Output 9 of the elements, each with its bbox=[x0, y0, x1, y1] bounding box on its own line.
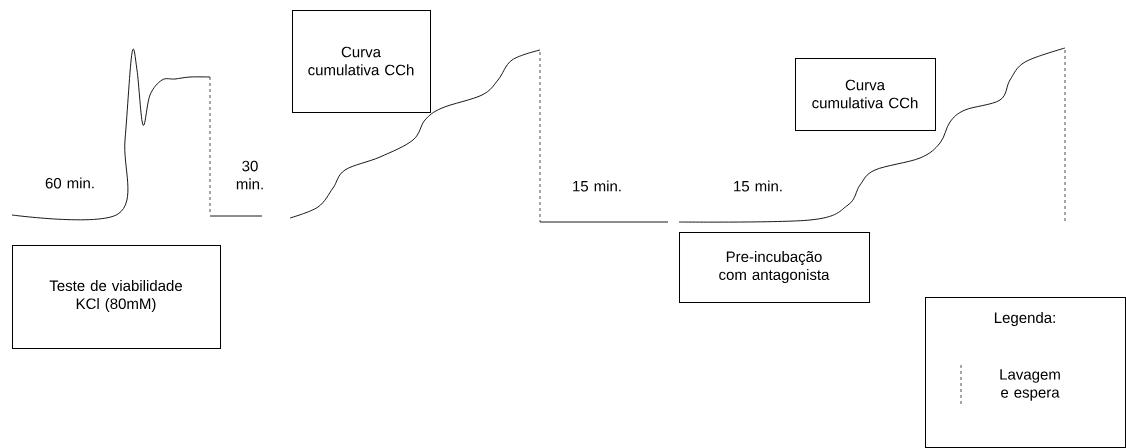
text-box: Teste de viabilidade KCl (80mM) bbox=[12, 245, 221, 349]
duration-label: 60 min. bbox=[45, 177, 94, 189]
legend-text: Lavagem e espera bbox=[1000, 369, 1060, 401]
duration-label: 15 min. bbox=[734, 180, 782, 192]
duration-label: 30 min. bbox=[236, 160, 263, 190]
text-box: Curva cumulativa CCh bbox=[292, 10, 431, 113]
text-box: Pre-incubação com antagonista bbox=[679, 232, 870, 303]
text-box: Curva cumulativa CCh bbox=[795, 58, 936, 131]
duration-label: 15 min. bbox=[573, 180, 621, 192]
